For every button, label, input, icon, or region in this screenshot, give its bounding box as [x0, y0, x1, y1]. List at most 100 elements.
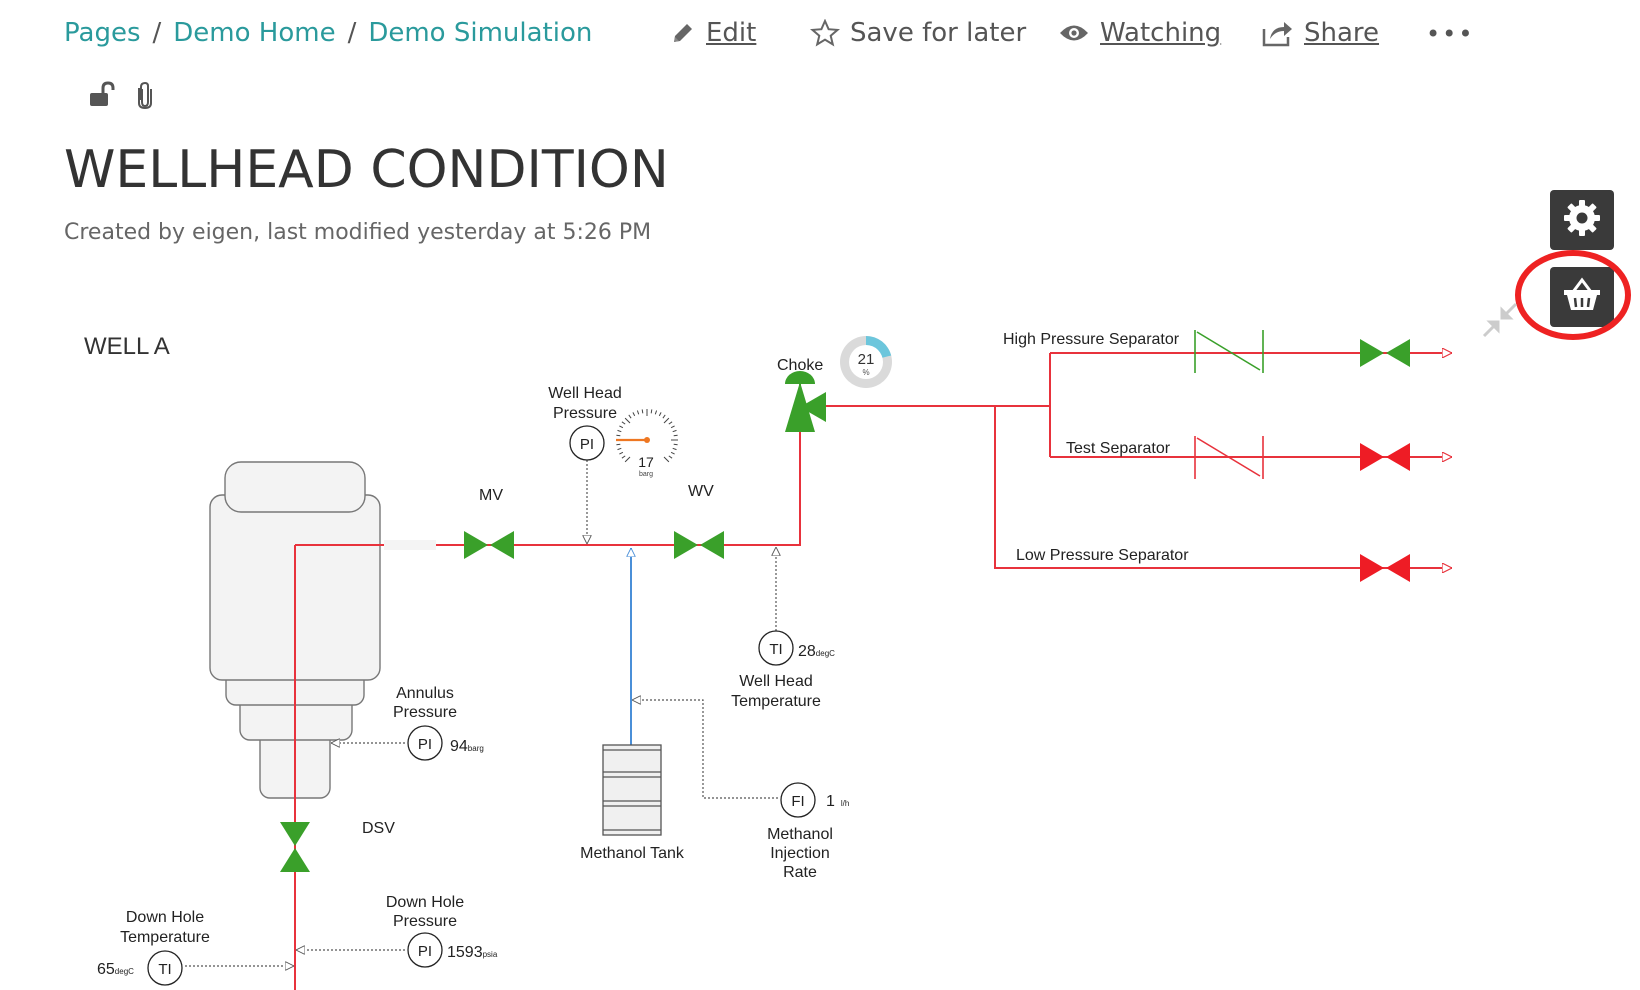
- dial-tick: [624, 417, 631, 424]
- ts-valve[interactable]: [1360, 443, 1410, 471]
- dial-tick: [616, 443, 621, 446]
- well-label: WELL A: [84, 333, 170, 360]
- fi-label-2: Injection: [770, 845, 830, 862]
- wht-value: 28degC: [798, 643, 835, 660]
- dial-tick: [628, 414, 632, 419]
- whp-unit: barg: [639, 471, 653, 478]
- dhp-label-1: Down Hole: [386, 894, 464, 911]
- whp-label-1: Well Head: [548, 385, 622, 402]
- fi-label-3: Rate: [783, 864, 817, 881]
- annulus-indicator[interactable]: PI: [407, 725, 443, 761]
- wht-label-2: Temperature: [731, 693, 821, 710]
- unlock-icon[interactable]: [88, 80, 116, 114]
- dht-label-2: Temperature: [120, 929, 210, 946]
- wht-label-1: Well Head: [739, 673, 813, 690]
- share-label: Share: [1304, 18, 1380, 48]
- ts-check-valve[interactable]: [1194, 436, 1264, 479]
- svg-text:TI: TI: [158, 961, 171, 978]
- dial-tick: [672, 447, 677, 451]
- dhp-value: 1593psia: [447, 944, 498, 961]
- annulus-label-1: Annulus: [396, 685, 454, 702]
- svg-text:PI: PI: [418, 736, 432, 753]
- choke-position-gauge: 21 %: [840, 336, 892, 388]
- svg-text:PI: PI: [418, 943, 432, 960]
- dial-tick: [632, 412, 636, 417]
- dial-tick: [621, 421, 626, 425]
- dial-tick: [663, 417, 670, 424]
- dial-tick: [619, 451, 624, 455]
- more-actions-button[interactable]: •••: [1426, 20, 1475, 48]
- dsv-valve[interactable]: [280, 822, 310, 872]
- dial-tick: [673, 443, 678, 446]
- dht-value: 65degC: [97, 961, 134, 978]
- breadcrumb-separator: /: [152, 18, 162, 48]
- choke-label: Choke: [777, 357, 823, 374]
- dht-indicator[interactable]: TI: [147, 950, 183, 986]
- mv-valve[interactable]: [464, 531, 514, 559]
- collapse-icon[interactable]: [1482, 302, 1518, 342]
- highlight-circle: [1515, 250, 1631, 340]
- dial-tick: [662, 414, 666, 419]
- watching-button[interactable]: Watching: [1058, 18, 1221, 48]
- dial-tick: [619, 425, 624, 429]
- annulus-label-2: Pressure: [393, 704, 457, 721]
- dht-label-1: Down Hole: [126, 909, 204, 926]
- lps-label: Low Pressure Separator: [1016, 547, 1189, 564]
- breadcrumb: Pages / Demo Home / Demo Simulation: [64, 18, 592, 48]
- methanol-tank-label: Methanol Tank: [580, 845, 685, 862]
- methanol-tank: [602, 744, 662, 836]
- edit-button[interactable]: Edit: [670, 18, 756, 48]
- svg-text:TI: TI: [769, 641, 782, 658]
- edit-label: Edit: [706, 18, 757, 48]
- dial-tick: [621, 455, 626, 459]
- dhp-label-2: Pressure: [393, 913, 457, 930]
- breadcrumb-demo-simulation[interactable]: Demo Simulation: [368, 18, 593, 48]
- dhp-indicator[interactable]: PI: [407, 932, 443, 968]
- share-button[interactable]: Share: [1262, 18, 1379, 48]
- dial-tick: [636, 410, 640, 415]
- save-for-later-label: Save for later: [850, 18, 1027, 48]
- whp-indicator[interactable]: PI: [569, 425, 605, 461]
- fi-indicator[interactable]: FI: [780, 782, 816, 818]
- page-title: WELLHEAD CONDITION: [64, 140, 669, 200]
- save-for-later-button[interactable]: Save for later: [810, 18, 1026, 48]
- breadcrumb-separator: /: [347, 18, 357, 48]
- dial-tick: [658, 412, 662, 417]
- dial-tick: [668, 421, 673, 425]
- settings-button[interactable]: [1550, 190, 1614, 250]
- pipes: [294, 353, 1452, 990]
- hps-valve[interactable]: [1360, 339, 1410, 367]
- breadcrumb-demo-home[interactable]: Demo Home: [173, 18, 336, 48]
- gear-icon: [1562, 198, 1602, 242]
- dial-tick: [672, 429, 677, 433]
- whp-value: 17: [638, 454, 654, 470]
- dial-tick: [617, 447, 622, 451]
- dial-tick: [673, 434, 678, 437]
- dial-tick: [670, 451, 675, 455]
- breadcrumb-pages[interactable]: Pages: [64, 18, 141, 48]
- wht-indicator[interactable]: TI: [758, 630, 794, 666]
- choke-valve[interactable]: [785, 371, 826, 432]
- lps-valve[interactable]: [1360, 554, 1410, 582]
- signal-lines: [185, 460, 778, 966]
- whp-label-2: Pressure: [553, 405, 617, 422]
- page-byline: Created by eigen, last modified yesterda…: [64, 220, 652, 245]
- dial-tick: [617, 429, 622, 433]
- hps-check-valve[interactable]: [1194, 330, 1264, 373]
- paperclip-icon[interactable]: [134, 80, 156, 114]
- choke-value: 21: [858, 351, 875, 368]
- share-icon: [1262, 19, 1294, 47]
- svg-text:PI: PI: [580, 436, 594, 453]
- dial-tick: [670, 425, 675, 429]
- dial-tick: [616, 434, 621, 437]
- eye-icon: [1058, 22, 1090, 44]
- dial-tick: [654, 410, 658, 415]
- dial-tick: [668, 455, 673, 459]
- hps-label: High Pressure Separator: [1003, 331, 1180, 348]
- page-meta-icons: [88, 80, 156, 114]
- svg-text:FI: FI: [791, 793, 804, 810]
- wv-label: WV: [688, 483, 714, 500]
- wv-valve[interactable]: [674, 531, 724, 559]
